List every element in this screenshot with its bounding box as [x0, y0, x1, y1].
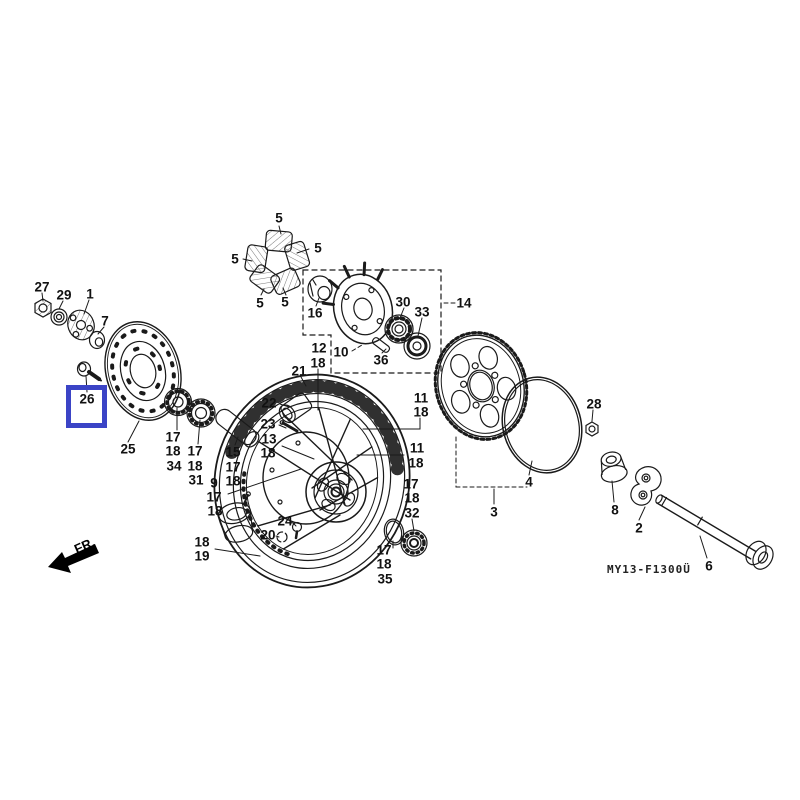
- retainer-cap: [218, 491, 254, 543]
- callout-part-8: 8: [611, 502, 619, 518]
- wheel-hub: [262, 431, 367, 525]
- callout-part-9: 9: [210, 475, 218, 491]
- callout-part-13: 13: [261, 431, 277, 447]
- callout-part-24: 24: [277, 513, 293, 529]
- flange-plate-1: [67, 309, 95, 341]
- callout-part-5: 5: [281, 294, 289, 310]
- callout-part-20: 20: [260, 527, 276, 543]
- callout-part-18: 18: [376, 556, 392, 572]
- highlight-box-part-26: [66, 385, 107, 428]
- callout-part-6: 6: [705, 558, 713, 574]
- callout-part-18: 18: [404, 490, 420, 506]
- axle-shaft-6: [655, 494, 774, 570]
- callout-part-18: 18: [260, 445, 276, 461]
- callout-part-22: 22: [261, 395, 277, 411]
- callout-part-12: 12: [311, 340, 327, 356]
- callout-part-30: 30: [395, 294, 411, 310]
- callout-part-17: 17: [403, 476, 419, 492]
- callout-part-17: 17: [187, 443, 203, 459]
- callout-part-2: 2: [635, 520, 643, 536]
- bolt-24: [291, 521, 303, 540]
- nut-27: [34, 298, 52, 318]
- callout-part-17: 17: [225, 459, 241, 475]
- ring-part-4: [501, 376, 583, 474]
- fr-arrow: [48, 544, 99, 573]
- sprocket: [433, 331, 529, 441]
- collar-8: [600, 451, 628, 483]
- callout-part-18: 18: [225, 473, 241, 489]
- final-driven-hub: [321, 261, 394, 345]
- detail-box: [302, 269, 442, 374]
- leader-lines: [41, 225, 708, 559]
- callout-part-16: 16: [307, 305, 323, 321]
- callout-part-18: 18: [187, 458, 203, 474]
- callout-part-5: 5: [314, 240, 322, 256]
- callout-part-29: 29: [56, 287, 72, 303]
- nut-28: [585, 421, 599, 437]
- callout-part-17: 17: [206, 489, 222, 505]
- bolt-26: [76, 361, 102, 382]
- bearing-right: [186, 398, 216, 428]
- callout-part-18: 18: [310, 355, 326, 371]
- rim: [239, 400, 385, 562]
- callout-part-11: 11: [413, 390, 429, 406]
- callout-part-32: 32: [404, 505, 420, 521]
- callout-part-36: 36: [373, 352, 389, 368]
- callout-part-19: 19: [194, 548, 210, 564]
- adjuster-plate-2: [630, 466, 662, 506]
- callout-part-4: 4: [525, 474, 533, 490]
- hub-bearing-30: [384, 314, 414, 344]
- callout-part-26: 26: [79, 391, 95, 407]
- callout-part-14: 14: [456, 295, 472, 311]
- cush-drive-rubbers: [244, 229, 311, 295]
- callout-part-5: 5: [275, 210, 283, 226]
- o-ring-seal: [383, 518, 405, 546]
- rim-screw: [279, 420, 299, 433]
- callout-part-11: 11: [409, 440, 425, 456]
- spoke-nipples: [241, 469, 290, 556]
- callout-part-21: 21: [291, 363, 307, 379]
- tire: [213, 373, 411, 589]
- callout-part-27: 27: [34, 279, 50, 295]
- brake-disc: [104, 321, 182, 421]
- callout-part-35: 35: [377, 571, 393, 587]
- callout-part-17: 17: [376, 542, 392, 558]
- callout-part-3: 3: [490, 504, 498, 520]
- tire-tread-band: [225, 379, 404, 476]
- callout-part-18: 18: [408, 455, 424, 471]
- callout-part-17: 17: [165, 429, 181, 445]
- callout-part-5: 5: [231, 251, 239, 267]
- callout-part-33: 33: [414, 304, 430, 320]
- hub-seal-33: [403, 332, 431, 360]
- callout-part-31: 31: [188, 472, 204, 488]
- callout-part-23: 23: [260, 416, 276, 432]
- callout-part-18: 18: [194, 534, 210, 550]
- knock-pin-36: [371, 337, 391, 353]
- figure-code: MY13-F1300Ü: [607, 563, 691, 576]
- callout-part-34: 34: [166, 458, 182, 474]
- spacer-tube: [215, 408, 260, 448]
- callout-part-15: 15: [225, 444, 241, 460]
- callout-part-10: 10: [333, 344, 349, 360]
- callout-part-1: 1: [86, 286, 94, 302]
- callout-part-7: 7: [101, 313, 109, 329]
- callout-part-18: 18: [413, 404, 429, 420]
- callout-part-25: 25: [120, 441, 136, 457]
- callout-part-18: 18: [207, 503, 223, 519]
- callout-part-5: 5: [256, 295, 264, 311]
- rim-lock: [278, 392, 313, 424]
- callout-part-28: 28: [586, 396, 602, 412]
- collar-7: [88, 330, 106, 350]
- callout-part-18: 18: [165, 443, 181, 459]
- side-collar-16: [307, 275, 333, 303]
- clip-20: [276, 531, 288, 543]
